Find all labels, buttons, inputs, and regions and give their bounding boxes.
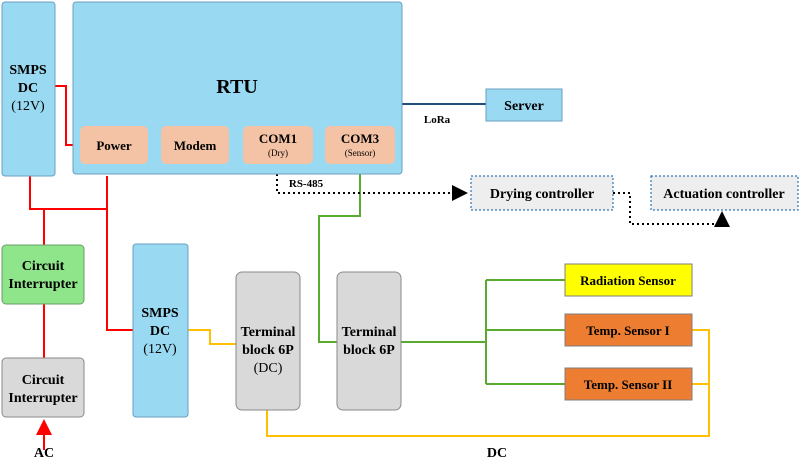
ac-label: AC <box>34 446 54 459</box>
server-label: Server <box>504 99 544 114</box>
modem-label: Modem <box>174 138 217 153</box>
terminal-dc-line1: Terminal <box>241 325 296 340</box>
smps-mid-box: SMPS DC (12V) <box>132 243 189 418</box>
actuation-controller-box: Actuation controller <box>650 175 799 211</box>
smps-top-line3: (12V) <box>11 99 45 114</box>
ci-green-line2: Interrupter <box>8 277 77 292</box>
com3-label: COM3 <box>341 131 380 146</box>
power-label: Power <box>96 138 132 153</box>
lora-label: LoRa <box>424 114 451 126</box>
terminal-dc-line3: (DC) <box>254 361 283 376</box>
rtu-modem-port: Modem <box>161 126 229 164</box>
temp-sensor-2-box: Temp. Sensor II <box>564 367 693 401</box>
drying-controller-label: Drying controller <box>490 187 594 202</box>
terminal-block-dc-box: Terminal block 6P (DC) <box>235 271 301 411</box>
circuit-interrupter-gray-box: Circuit Interrupter <box>1 357 85 418</box>
signal-lines <box>318 164 565 385</box>
temp-sensor-2-label: Temp. Sensor II <box>584 377 673 392</box>
radiation-sensor-label: Radiation Sensor <box>580 273 676 288</box>
com1-sublabel: (Dry) <box>268 148 288 158</box>
drying-controller-box: Drying controller <box>470 175 614 211</box>
rs485-lines <box>276 164 730 227</box>
com3-sublabel: (Sensor) <box>345 148 376 158</box>
rs485-label: RS-485 <box>289 178 324 190</box>
smps-mid-line3: (12V) <box>143 342 177 357</box>
smps-mid-line2: DC <box>150 324 170 339</box>
server-box: Server <box>485 88 563 122</box>
terminal-sig-line1: Terminal <box>342 325 397 340</box>
ci-green-line1: Circuit <box>22 259 65 274</box>
rtu-box: RTU <box>72 1 403 175</box>
rtu-com3-port: COM3 (Sensor) <box>325 126 395 164</box>
circuit-interrupter-green-box: Circuit Interrupter <box>1 244 85 305</box>
rtu-title: RTU <box>216 76 258 98</box>
smps-top-line1: SMPS <box>9 63 47 78</box>
ci-gray-line2: Interrupter <box>8 391 77 406</box>
radiation-sensor-box: Radiation Sensor <box>564 263 693 297</box>
terminal-block-signal-box: Terminal block 6P <box>336 271 402 411</box>
dc-lines <box>188 329 710 437</box>
terminal-sig-line2: block 6P <box>343 343 395 358</box>
rtu-power-port: Power <box>80 126 148 164</box>
com1-label: COM1 <box>259 131 297 146</box>
dc-label: DC <box>487 446 507 459</box>
terminal-dc-line2: block 6P <box>242 343 294 358</box>
smps-top-line2: DC <box>18 81 38 96</box>
actuation-controller-label: Actuation controller <box>663 187 784 202</box>
temp-sensor-1-box: Temp. Sensor I <box>564 313 693 347</box>
smps-top-box: SMPS DC (12V) <box>1 1 56 177</box>
ci-gray-line1: Circuit <box>22 373 65 388</box>
temp-sensor-1-label: Temp. Sensor I <box>586 323 669 338</box>
smps-mid-line1: SMPS <box>141 306 179 321</box>
rtu-com1-port: COM1 (Dry) <box>243 126 313 164</box>
